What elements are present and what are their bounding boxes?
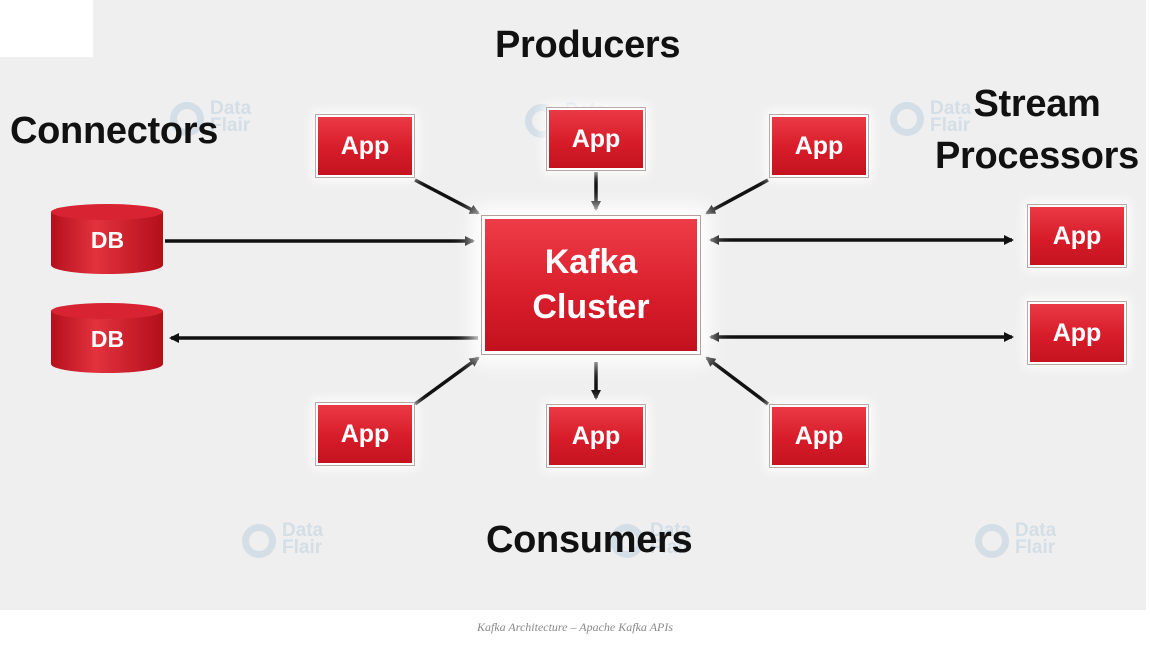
kafka-cluster-label-line2: Cluster xyxy=(532,288,650,326)
consumer-app-node: App xyxy=(547,405,645,467)
db-cylinder-node: DB xyxy=(50,203,165,275)
producer-app-node: App xyxy=(316,115,414,177)
arrow-consumer-3-to-cluster xyxy=(705,356,770,406)
watermark-logo-icon xyxy=(242,524,276,558)
consumers-heading: Consumers xyxy=(486,519,693,561)
arrow-consumer-1-to-cluster xyxy=(413,356,480,406)
stream-app-node: App xyxy=(1028,302,1126,364)
watermark-logo-icon xyxy=(975,524,1009,558)
db-label: DB xyxy=(90,326,125,352)
db-cylinder-node: DB xyxy=(50,302,165,374)
producer-app-node: App xyxy=(547,108,645,170)
consumer-app-node: App xyxy=(770,405,868,467)
producers-heading: Producers xyxy=(495,24,681,66)
db-label: DB xyxy=(90,227,125,253)
database-icon xyxy=(51,303,163,373)
stream-app-node: App xyxy=(1028,205,1126,267)
stream-processors-heading: Stream Processors xyxy=(934,83,1139,177)
database-icon xyxy=(51,204,163,274)
connectors-heading: Connectors xyxy=(10,110,219,152)
watermark-logo-icon xyxy=(170,102,204,136)
arrow-producer-1-to-cluster xyxy=(414,178,480,215)
producer-app-node: App xyxy=(770,115,868,177)
consumer-app-node: App xyxy=(316,403,414,465)
arrow-producer-3-to-cluster xyxy=(705,178,769,215)
corner-blank xyxy=(0,0,93,57)
watermark-logo-icon xyxy=(890,102,924,136)
kafka-cluster-node: Kafka Cluster xyxy=(482,216,700,354)
figure-caption: Kafka Architecture – Apache Kafka APIs xyxy=(476,620,674,634)
kafka-cluster-label-line1: Kafka xyxy=(544,243,638,281)
watermark-logo-icon xyxy=(610,524,644,558)
